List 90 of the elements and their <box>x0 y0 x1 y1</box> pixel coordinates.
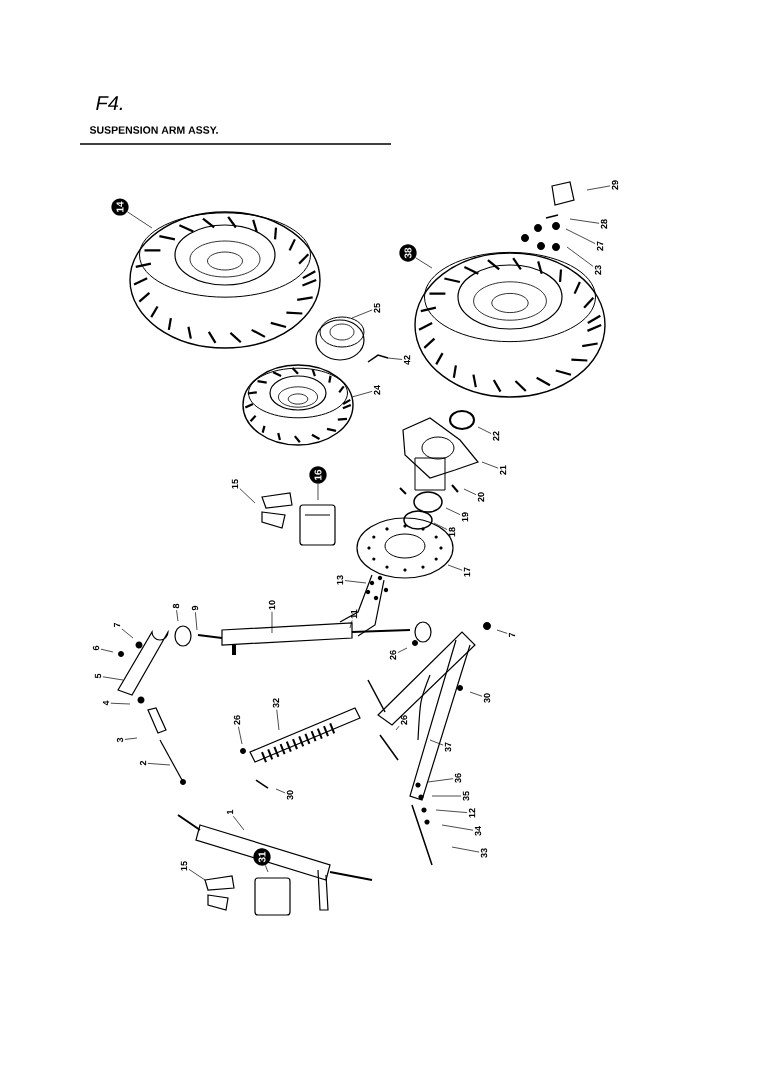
leader-line <box>271 611 273 634</box>
callout-number: 21 <box>499 465 507 475</box>
callout-number: 10 <box>268 600 276 610</box>
callout-number: 2 <box>139 760 147 766</box>
leader-line <box>264 864 269 873</box>
callout-number: 11 <box>350 609 358 619</box>
figure-number: F4. <box>96 96 122 110</box>
leader-line <box>121 628 134 639</box>
callout-number: 23 <box>594 265 602 275</box>
leader-line <box>351 309 373 319</box>
leader-line <box>317 483 319 501</box>
leader-line <box>275 788 286 794</box>
leader-line <box>451 846 480 853</box>
leader-line <box>238 726 243 745</box>
callout-number: 19 <box>461 512 469 522</box>
callout-number: 22 <box>492 431 500 441</box>
leader-line <box>481 461 499 469</box>
callout-number: 8 <box>172 603 180 609</box>
leader-line <box>232 815 245 831</box>
leader-line <box>431 795 462 797</box>
callout-number: 24 <box>373 385 381 395</box>
callout-number: 42 <box>403 355 411 365</box>
leader-line <box>124 737 138 740</box>
callout-number: 18 <box>448 527 456 537</box>
callout-number: 4 <box>102 700 110 706</box>
leader-line <box>569 218 600 224</box>
callout-number: 26 <box>389 650 397 660</box>
callout-number: 26 <box>400 715 408 725</box>
callout-number: 15 <box>231 479 239 489</box>
callout-number: 29 <box>611 180 619 190</box>
circled-callout-number: 16 <box>309 466 327 484</box>
leader-line <box>429 739 444 746</box>
heading: SUSPENSION ARM ASSY. <box>89 126 218 134</box>
leader-line <box>566 246 594 267</box>
callout-number: 27 <box>596 241 604 251</box>
leader-line <box>435 809 468 813</box>
leader-line <box>477 426 492 434</box>
leader-line <box>239 488 256 504</box>
callout-number: 26 <box>233 715 241 725</box>
callout-number: 7 <box>113 622 121 628</box>
callout-number: 20 <box>477 492 485 502</box>
leader-line <box>176 609 179 622</box>
leader-line <box>427 778 454 783</box>
leader-line <box>147 763 171 766</box>
leader-line <box>433 522 448 530</box>
callout-number: 15 <box>180 861 188 871</box>
leader-line <box>387 357 403 360</box>
callout-number: 36 <box>454 773 462 783</box>
callout-number: 13 <box>336 575 344 585</box>
callout-number: 34 <box>474 826 482 836</box>
callout-number: 25 <box>373 303 381 313</box>
callout-number: 12 <box>468 808 476 818</box>
leader-line <box>127 211 153 229</box>
leader-line <box>276 709 280 731</box>
callout-number: 28 <box>600 219 608 229</box>
callout-number: 37 <box>444 742 452 752</box>
leader-line <box>445 507 461 516</box>
leader-line <box>351 391 373 398</box>
leader-line <box>415 257 433 269</box>
callout-number: 7 <box>508 632 516 638</box>
leader-line <box>469 691 483 697</box>
leader-line <box>395 725 400 731</box>
callout-number: 9 <box>191 605 199 611</box>
callout-number: 33 <box>480 848 488 858</box>
circled-callout-number: 31 <box>253 848 271 866</box>
callout-number: 3 <box>116 737 124 743</box>
leader-line <box>586 185 611 191</box>
leader-line <box>100 648 114 653</box>
callout-number: 30 <box>286 790 294 800</box>
leader-line <box>441 824 474 831</box>
callout-number: 32 <box>272 698 280 708</box>
leader-line <box>496 629 508 634</box>
leader-line <box>565 228 596 244</box>
leader-line <box>344 580 367 584</box>
callout-number: 35 <box>462 791 470 801</box>
circled-callout-number: 14 <box>111 198 129 216</box>
leader-line <box>195 611 198 631</box>
leader-line <box>349 620 353 629</box>
leader-line <box>397 647 408 653</box>
callout-number: 1 <box>226 809 234 814</box>
leader-line <box>463 488 477 496</box>
circled-callout-number: 38 <box>399 244 417 262</box>
callout-number: 17 <box>463 567 471 577</box>
callout-number: 5 <box>94 673 102 679</box>
callout-number: 30 <box>483 693 491 703</box>
callout-number: 6 <box>92 645 100 651</box>
leader-line <box>188 868 206 881</box>
leader-line <box>102 676 124 681</box>
leader-line <box>447 564 463 571</box>
leader-line <box>110 702 131 705</box>
